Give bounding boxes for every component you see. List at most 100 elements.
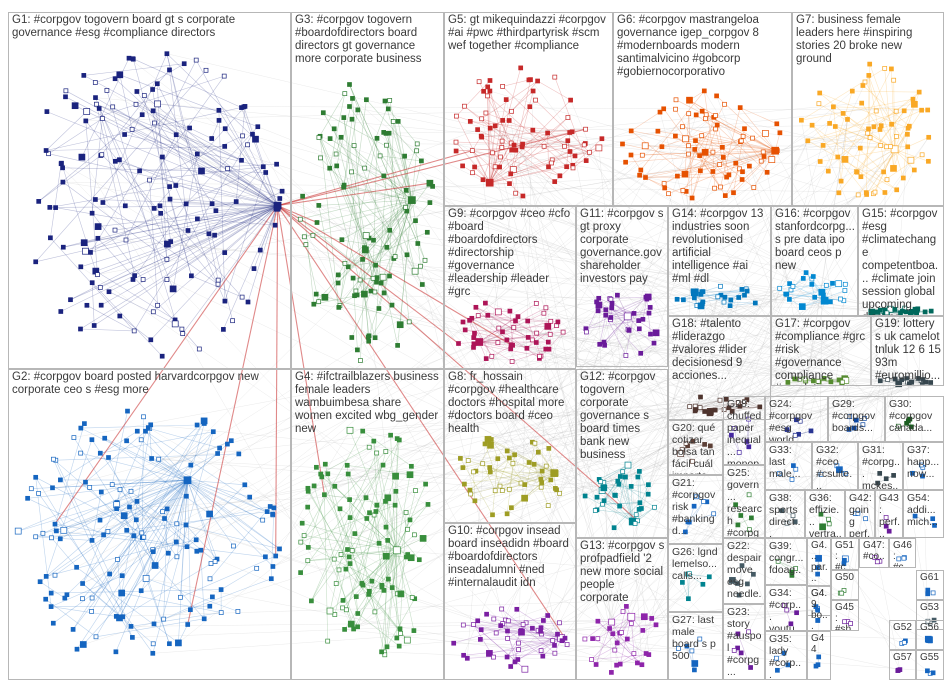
node-g3[interactable] (311, 301, 317, 307)
node-g1[interactable] (47, 205, 53, 210)
node-g3[interactable] (300, 193, 305, 199)
node-g2[interactable] (148, 422, 154, 428)
node-g4[interactable] (388, 432, 393, 438)
node-g6[interactable] (657, 109, 663, 115)
node-g5[interactable] (530, 88, 536, 94)
node-g5[interactable] (557, 173, 563, 179)
node-g1[interactable] (251, 266, 257, 271)
node-g1[interactable] (106, 289, 112, 295)
node-g5[interactable] (476, 79, 482, 85)
node-g1[interactable] (154, 100, 161, 108)
node-g4[interactable] (338, 552, 344, 557)
node-g2[interactable] (101, 532, 106, 538)
node-g3[interactable] (386, 130, 392, 136)
node-g3[interactable] (424, 229, 430, 235)
node-g4[interactable] (364, 516, 370, 521)
node-g1[interactable] (180, 331, 186, 336)
node-g3[interactable] (402, 153, 407, 159)
node-g2[interactable] (201, 616, 207, 622)
node-g1[interactable] (198, 167, 205, 175)
node-g1[interactable] (171, 320, 179, 328)
node-g2[interactable] (143, 428, 148, 434)
node-g6[interactable] (638, 167, 644, 173)
node-g4[interactable] (396, 643, 402, 649)
node-g3[interactable] (358, 358, 363, 363)
node-g5[interactable] (485, 178, 494, 187)
node-g1[interactable] (167, 67, 172, 73)
node-g3[interactable] (389, 302, 395, 308)
node-g2[interactable] (151, 621, 157, 627)
node-g1[interactable] (167, 184, 172, 189)
node-g2[interactable] (116, 614, 123, 622)
node-g1[interactable] (99, 152, 105, 158)
node-g3[interactable] (422, 257, 428, 263)
node-g1[interactable] (133, 101, 139, 107)
node-g1[interactable] (33, 259, 39, 265)
node-g4[interactable] (394, 436, 400, 441)
node-g4[interactable] (380, 462, 386, 468)
node-g5[interactable] (478, 133, 484, 139)
node-g3[interactable] (318, 155, 323, 161)
node-g4[interactable] (374, 502, 380, 508)
node-g1[interactable] (272, 222, 278, 228)
node-g1[interactable] (48, 235, 53, 241)
node-g3[interactable] (374, 279, 379, 285)
node-g1[interactable] (93, 95, 98, 100)
node-g4[interactable] (412, 532, 417, 538)
node-g2[interactable] (128, 624, 134, 629)
node-g2[interactable] (50, 485, 55, 491)
node-g2[interactable] (113, 649, 119, 655)
node-g6[interactable] (750, 135, 755, 141)
node-g4[interactable] (344, 607, 349, 613)
node-g1[interactable] (63, 94, 68, 100)
node-g4[interactable] (384, 644, 390, 650)
node-g3[interactable] (362, 232, 370, 239)
node-g1[interactable] (164, 51, 170, 57)
node-g1[interactable] (97, 285, 103, 290)
node-g3[interactable] (347, 104, 352, 109)
node-g5[interactable] (497, 164, 502, 170)
node-g6[interactable] (758, 158, 764, 164)
node-g3[interactable] (357, 277, 363, 283)
node-g1[interactable] (134, 89, 140, 94)
node-g6[interactable] (714, 122, 720, 128)
node-g6[interactable] (680, 188, 686, 193)
node-g2[interactable] (174, 554, 180, 560)
node-g3[interactable] (395, 343, 400, 348)
node-g3[interactable] (333, 151, 339, 157)
node-g3[interactable] (334, 163, 340, 169)
node-g5[interactable] (480, 177, 486, 183)
node-g4[interactable] (406, 471, 414, 479)
node-g1[interactable] (225, 166, 230, 172)
node-g7[interactable] (911, 167, 917, 173)
node-g4[interactable] (346, 426, 354, 434)
node-g5[interactable] (569, 129, 575, 135)
node-g4[interactable] (393, 488, 399, 494)
node-g5[interactable] (567, 149, 573, 154)
node-g2[interactable] (210, 429, 216, 435)
node-g2[interactable] (37, 579, 43, 585)
node-g1[interactable] (222, 250, 228, 255)
node-g1[interactable] (274, 161, 279, 167)
node-g2[interactable] (25, 495, 30, 501)
node-g6[interactable] (701, 88, 707, 94)
node-g5[interactable] (583, 126, 588, 132)
node-g1[interactable] (203, 67, 209, 73)
node-g1[interactable] (260, 164, 266, 170)
node-g6[interactable] (686, 96, 693, 104)
node-g5[interactable] (583, 158, 589, 163)
node-g2[interactable] (124, 438, 129, 444)
node-g3[interactable] (419, 282, 425, 287)
node-g1[interactable] (245, 299, 251, 305)
node-g4[interactable] (373, 509, 379, 514)
node-g1[interactable] (194, 151, 200, 157)
node-g7[interactable] (901, 108, 907, 114)
node-g6[interactable] (673, 97, 679, 103)
node-g6[interactable] (722, 193, 728, 198)
node-g6[interactable] (714, 93, 719, 99)
node-g1[interactable] (239, 105, 244, 110)
node-g1[interactable] (215, 277, 221, 283)
node-g2[interactable] (270, 564, 276, 569)
node-g6[interactable] (673, 133, 678, 139)
node-g6[interactable] (693, 112, 699, 118)
